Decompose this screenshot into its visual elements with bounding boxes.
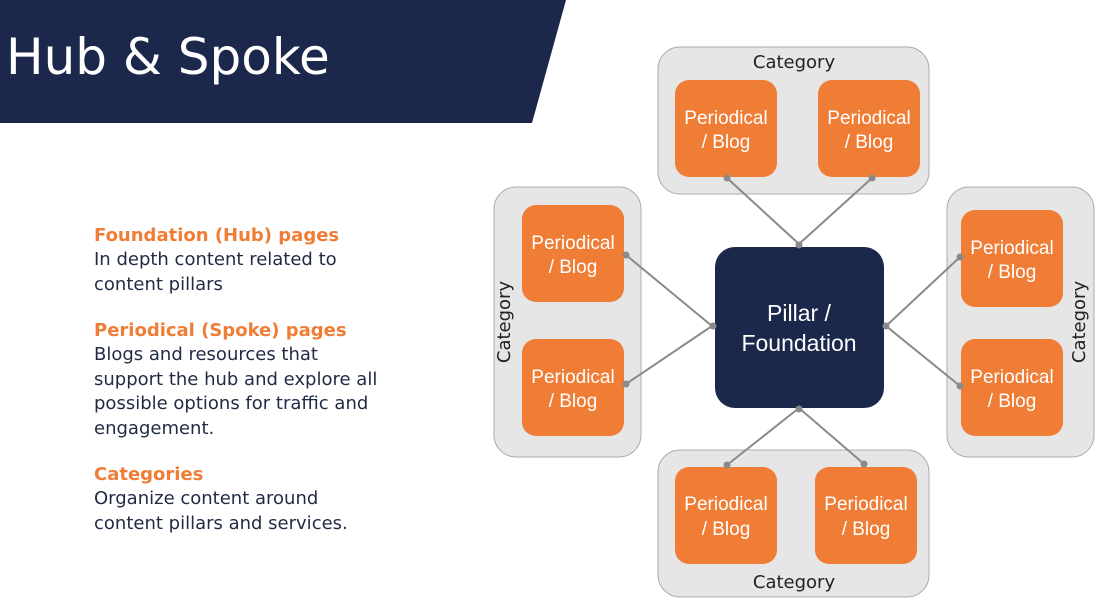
- connector-bottom-right: [798, 407, 865, 465]
- spoke-node: [961, 339, 1063, 436]
- connector-dot: [956, 253, 964, 261]
- slide-title: Hub & Spoke: [6, 28, 330, 86]
- legend-desc-line: engagement.: [94, 417, 215, 439]
- spoke-label: / Blog: [702, 132, 751, 153]
- legend-item-foundation: Foundation (Hub) pages In depth content …: [94, 224, 434, 297]
- category-label-left: Category: [494, 281, 515, 364]
- hub-label: Foundation: [741, 330, 856, 356]
- category-label-bottom: Category: [753, 572, 836, 593]
- connector-dot: [622, 251, 630, 259]
- spoke-label: Periodical: [684, 108, 767, 129]
- legend-desc-line: In depth content related to: [94, 249, 337, 270]
- hub-label: Pillar /: [767, 300, 832, 326]
- spoke-node: [522, 339, 624, 436]
- spoke-node: [815, 467, 917, 564]
- spoke-label: / Blog: [702, 519, 751, 540]
- spoke-label: / Blog: [549, 391, 598, 412]
- spoke-label: / Blog: [988, 391, 1037, 412]
- spoke-node: [675, 467, 777, 564]
- connector-top-left: [726, 177, 800, 245]
- connector-left-bottom: [625, 325, 713, 385]
- spoke-label: / Blog: [845, 132, 894, 153]
- connectors: [625, 177, 961, 466]
- legend-desc-line: Organize content around: [94, 488, 319, 509]
- connector-dot: [723, 174, 731, 182]
- spoke-node: [961, 210, 1063, 307]
- legend-desc-line: content pillars and services.: [94, 512, 348, 534]
- connector-dot: [956, 382, 964, 390]
- connector-dot: [622, 380, 630, 388]
- connector-dots: [622, 174, 964, 469]
- legend-heading: Periodical (Spoke) pages: [94, 320, 347, 341]
- legend-item-periodical: Periodical (Spoke) pages Blogs and resou…: [94, 319, 434, 441]
- spoke-node: [818, 80, 920, 177]
- spoke-label: Periodical: [531, 233, 614, 254]
- spoke-label: Periodical: [970, 238, 1053, 259]
- connector-dot: [723, 461, 731, 469]
- legend-desc-line: Blogs and resources that: [94, 344, 318, 365]
- legend-desc-line: possible options for traffic and: [94, 393, 369, 414]
- connector-right-bottom: [885, 325, 961, 387]
- spoke-label: Periodical: [824, 494, 907, 515]
- category-label-right: Category: [1069, 281, 1090, 364]
- legend-desc-line: support the hub and explore all: [94, 368, 378, 390]
- connector-dot: [795, 241, 803, 249]
- legend-heading: Foundation (Hub) pages: [94, 225, 340, 246]
- spoke-node: [522, 205, 624, 302]
- spoke-label: / Blog: [842, 519, 891, 540]
- legend: Foundation (Hub) pages In depth content …: [94, 224, 434, 558]
- category-label-top: Category: [753, 52, 836, 73]
- connector-dot: [882, 322, 890, 330]
- spoke-label: / Blog: [988, 262, 1037, 283]
- legend-item-categories: Categories Organize content around conte…: [94, 463, 434, 536]
- spoke-label: Periodical: [684, 494, 767, 515]
- connector-bottom-left: [726, 407, 800, 466]
- connector-dot: [709, 322, 717, 330]
- spoke-label: Periodical: [970, 367, 1053, 388]
- connector-left-top: [625, 254, 713, 327]
- title-banner: [0, 0, 566, 123]
- connector-dot: [795, 405, 803, 413]
- connector-top-right: [798, 177, 873, 245]
- spoke-node: [675, 80, 777, 177]
- legend-heading: Categories: [94, 464, 204, 485]
- connector-dot: [860, 460, 868, 468]
- spoke-label: / Blog: [549, 257, 598, 278]
- hub-node: [715, 247, 884, 408]
- connector-right-top: [885, 256, 961, 327]
- legend-desc-line: content pillars: [94, 273, 223, 295]
- spoke-label: Periodical: [531, 367, 614, 388]
- connector-dot: [868, 174, 876, 182]
- spoke-label: Periodical: [827, 108, 910, 129]
